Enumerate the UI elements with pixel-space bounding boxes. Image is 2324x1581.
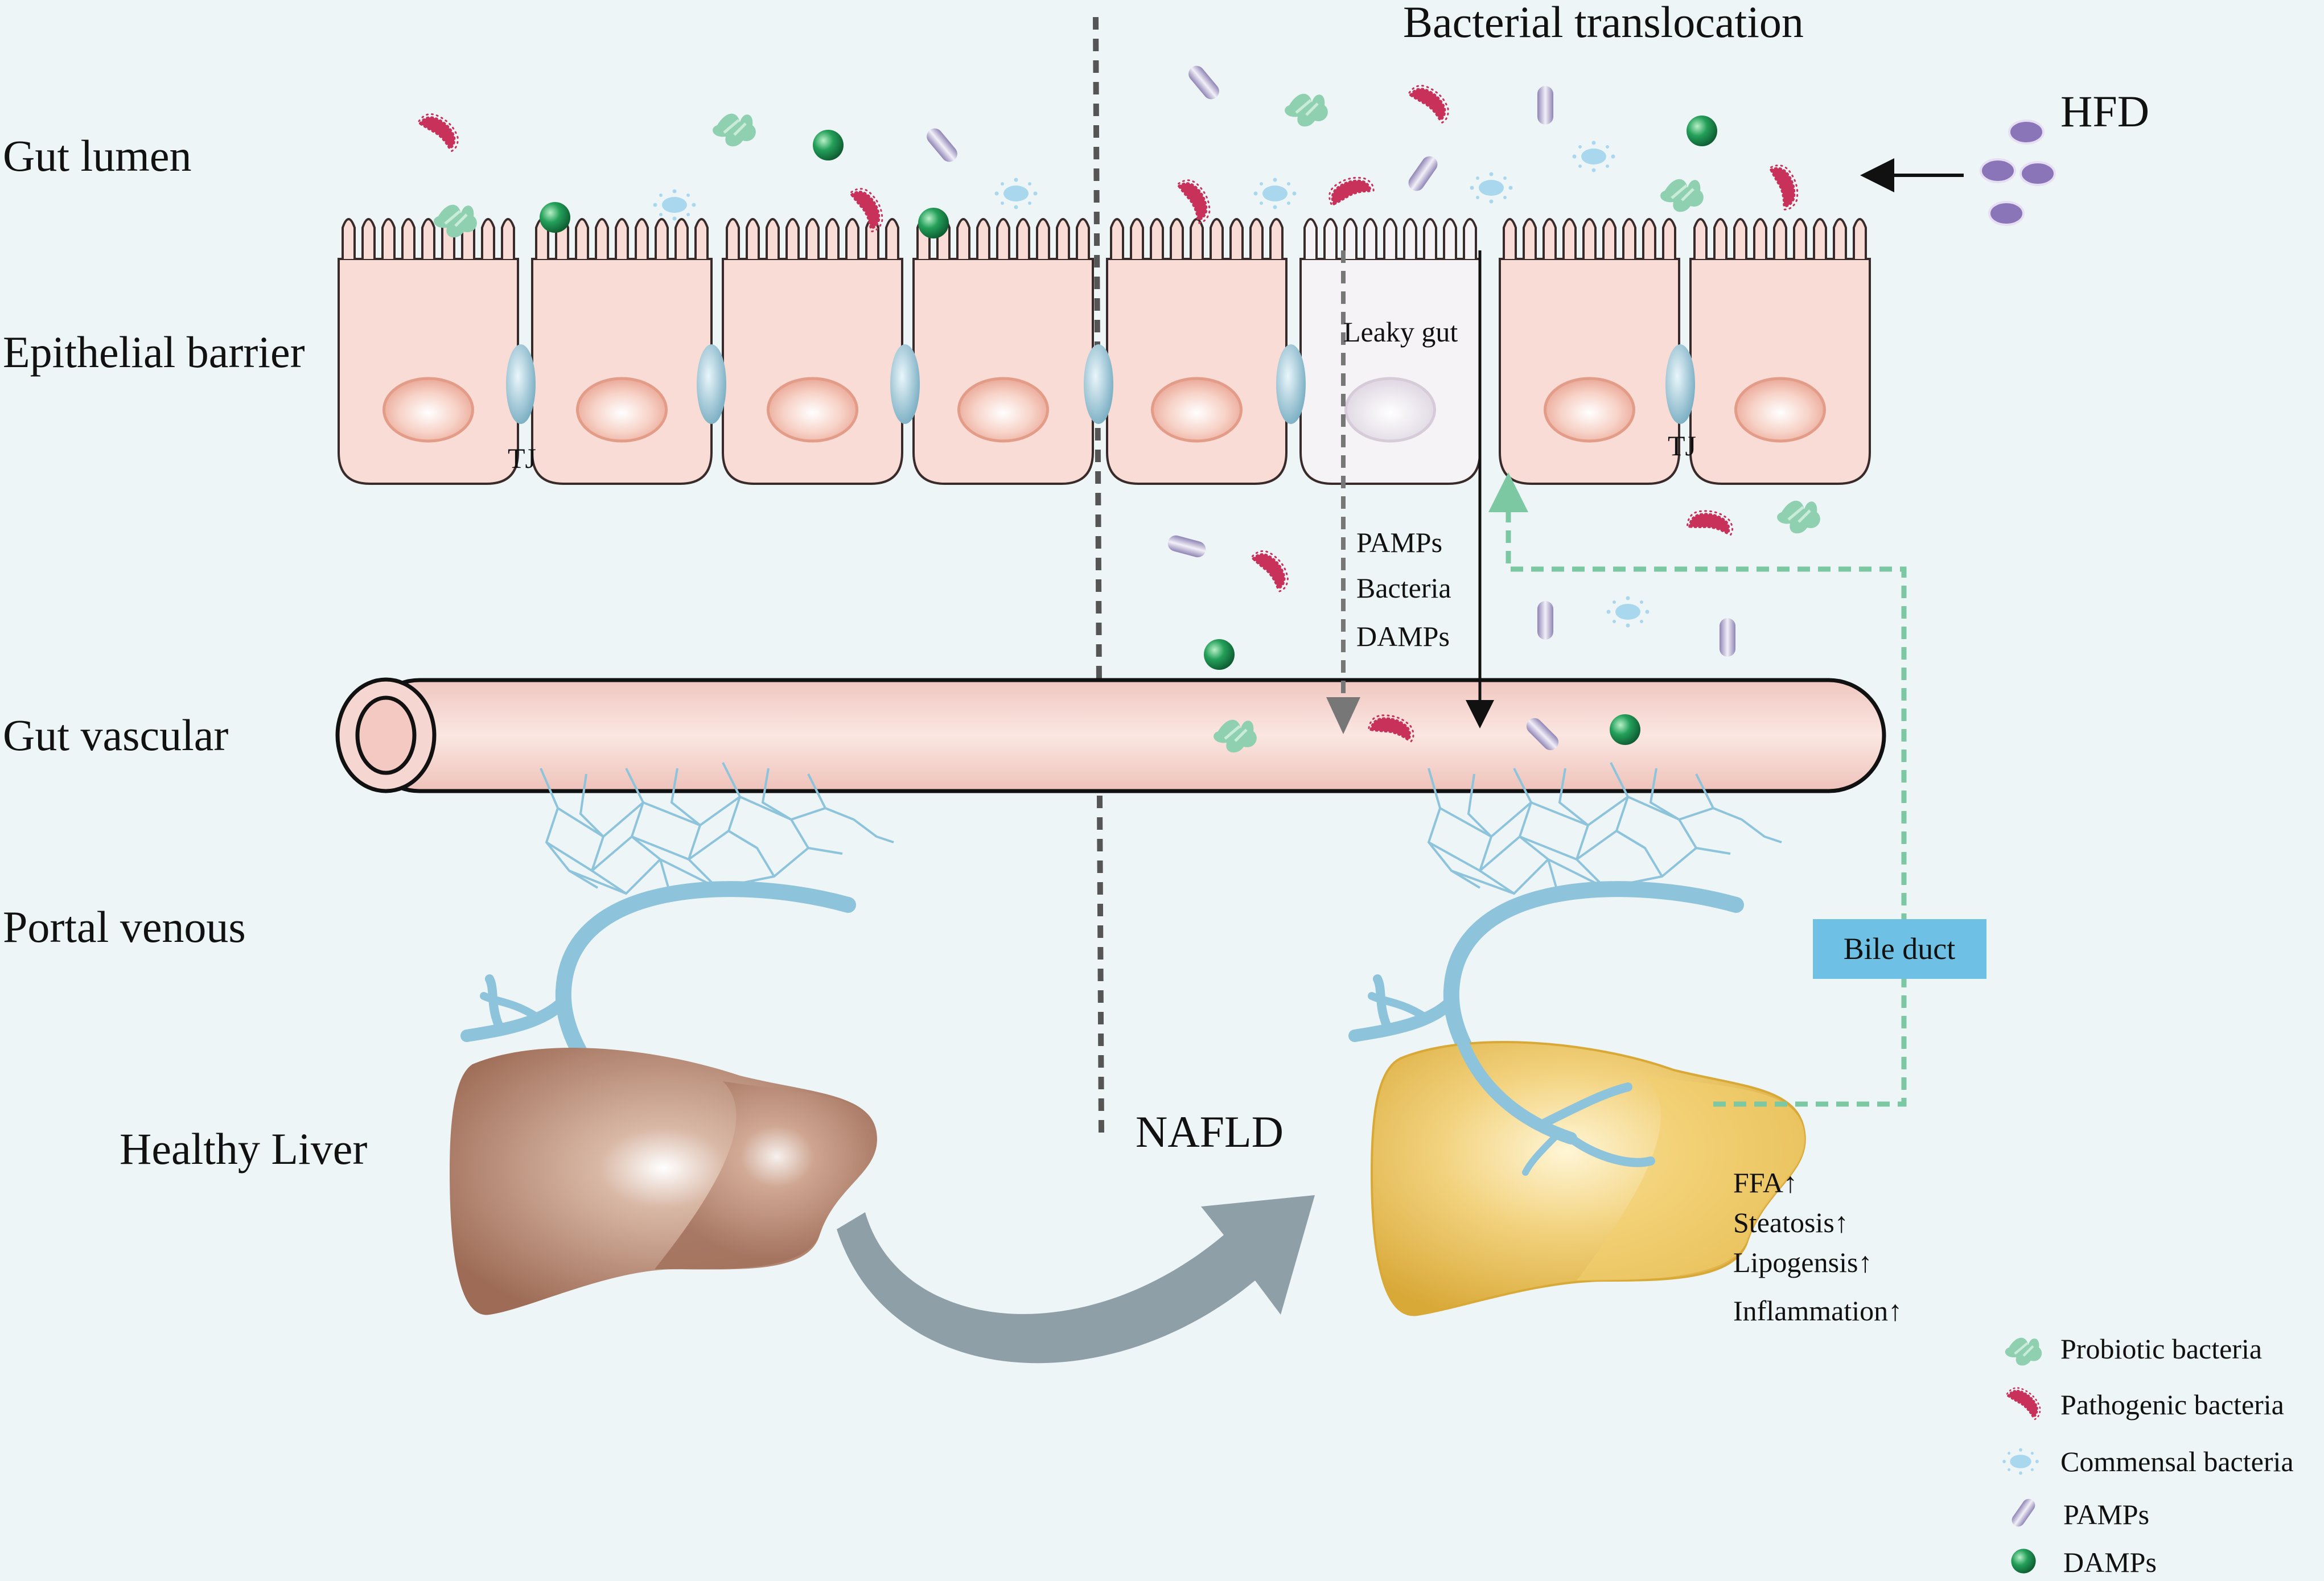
leaky-gut-label: Leaky gut: [1343, 316, 1458, 348]
transition-arrow: [837, 1195, 1315, 1364]
nafld-markers: FFA↑ Steatosis↑ Lipogensis↑ Inflammation…: [1733, 1167, 1902, 1327]
damp-particle: [1204, 639, 1235, 670]
tight-junction: [1276, 344, 1306, 424]
capillary-network-left: [540, 762, 894, 900]
pamp-particle: [923, 125, 961, 166]
epithelial-barrier: [338, 218, 1871, 485]
cell-nucleus: [1734, 377, 1826, 443]
cell-nucleus: [767, 377, 858, 443]
damp-particle: [540, 202, 570, 233]
probiotic-icon: [2005, 1338, 2042, 1366]
pathogenic-bacteria: [1324, 166, 1379, 221]
bacterial-translocation-title: Bacterial translocation: [1403, 0, 1804, 47]
commensal-bacteria: [994, 178, 1038, 209]
legend-commensal-label: Commensal bacteria: [2060, 1446, 2294, 1477]
pamp-particle: [1405, 153, 1441, 194]
epithelial-barrier-label: Epithelial barrier: [3, 327, 305, 377]
bile-duct-box: [1813, 919, 1986, 979]
marker-steatosis: Steatosis↑: [1733, 1207, 1849, 1238]
legend-pathogenic-label: Pathogenic bacteria: [2060, 1389, 2284, 1421]
hfd-label: HFD: [2060, 87, 2149, 136]
tj-label-left: TJ: [508, 442, 536, 474]
pamps-flow-label: PAMPs: [1356, 526, 1442, 558]
pamp-particle: [1166, 533, 1208, 559]
capillary-network-right: [1427, 762, 1782, 900]
tj-label-right: TJ: [1668, 430, 1696, 462]
bacteria-flow-label: Bacteria: [1356, 572, 1451, 604]
cell-nucleus: [1151, 377, 1243, 443]
nafld-label: NAFLD: [1136, 1107, 1284, 1156]
epithelial-cell: [1689, 218, 1871, 485]
portal-venous-label: Portal venous: [3, 902, 246, 952]
epithelial-cell: [912, 218, 1094, 485]
gut-vessel: [335, 677, 1886, 793]
tight-junction: [506, 344, 536, 424]
legend-probiotic-label: Probiotic bacteria: [2060, 1333, 2262, 1365]
commensal-bacteria: [1572, 141, 1615, 172]
pathogenic-bacteria: [1245, 548, 1293, 595]
tight-junction: [1665, 344, 1695, 424]
pamp-particle: [1537, 86, 1553, 125]
pamp-particle: [1185, 62, 1223, 103]
damps-icon: [2011, 1549, 2036, 1574]
pathogenic-icon: [2006, 1386, 2041, 1421]
bile-duct-path: [1506, 501, 1907, 1107]
legend-damps-label: DAMPs: [2063, 1546, 2157, 1578]
pamp-particle: [1720, 618, 1735, 657]
damp-particle: [1687, 116, 1717, 146]
pathogenic-bacteria: [1683, 499, 1738, 553]
cell-nucleus: [1344, 377, 1436, 443]
portal-vein-right-overlay: [1451, 1018, 1655, 1176]
commensal-icon: [2002, 1448, 2039, 1475]
pathogenic-bacteria: [1754, 160, 1809, 215]
legend-pamps-label: PAMPs: [2063, 1498, 2149, 1530]
probiotic-bacteria: [1660, 179, 1704, 212]
damp-particle: [813, 130, 844, 160]
marker-inflammation: Inflammation↑: [1733, 1295, 1902, 1327]
bile-duct-arrowhead: [1488, 472, 1528, 512]
commensal-bacteria: [653, 189, 696, 221]
epithelial-cell: [338, 218, 519, 485]
pathogenic-bacteria: [418, 113, 459, 153]
tight-junction: [1084, 344, 1113, 424]
gut-lumen-label: Gut lumen: [3, 131, 191, 180]
gut-vascular-label: Gut vascular: [3, 710, 228, 760]
epithelial-cell: [531, 218, 713, 485]
probiotic-bacteria: [1285, 94, 1328, 126]
nafld-liver: [1370, 1041, 1806, 1316]
pamp-particle: [1537, 601, 1553, 640]
tight-junction: [697, 344, 726, 424]
epithelial-cell: [1499, 218, 1680, 485]
epithelial-cell: [1106, 218, 1288, 485]
tight-junction: [890, 344, 920, 424]
leaky-epithelial-cell: [1299, 218, 1481, 485]
probiotic-bacteria: [713, 114, 756, 146]
cell-nucleus: [576, 377, 668, 443]
damp-particle: [918, 208, 949, 238]
marker-ffa: FFA↑: [1733, 1167, 1797, 1199]
pamps-icon: [2009, 1496, 2038, 1529]
pathogenic-bacteria: [1408, 84, 1450, 125]
damps-flow-label: DAMPs: [1356, 620, 1450, 652]
commensal-bacteria: [1606, 596, 1650, 628]
commensal-bacteria: [1253, 178, 1297, 209]
cell-nucleus: [1544, 377, 1635, 443]
bile-duct-label: Bile duct: [1844, 932, 1955, 966]
legend: Probiotic bacteria Pathogenic bacteria C…: [2002, 1333, 2294, 1578]
translocation-arrows: [1326, 250, 1494, 734]
cell-nucleus: [957, 377, 1049, 443]
healthy-liver-label: Healthy Liver: [120, 1124, 367, 1174]
divider-line: [1093, 17, 1104, 1133]
commensal-bacteria: [1470, 172, 1513, 204]
probiotic-bacteria: [1777, 501, 1820, 533]
healthy-liver: [450, 1048, 877, 1315]
damp-particle: [1610, 714, 1640, 745]
marker-lipogensis: Lipogensis↑: [1733, 1246, 1872, 1278]
hfd-particles-icon: [1980, 120, 2056, 226]
epithelial-cell: [722, 218, 903, 485]
cell-nucleus: [382, 377, 474, 443]
